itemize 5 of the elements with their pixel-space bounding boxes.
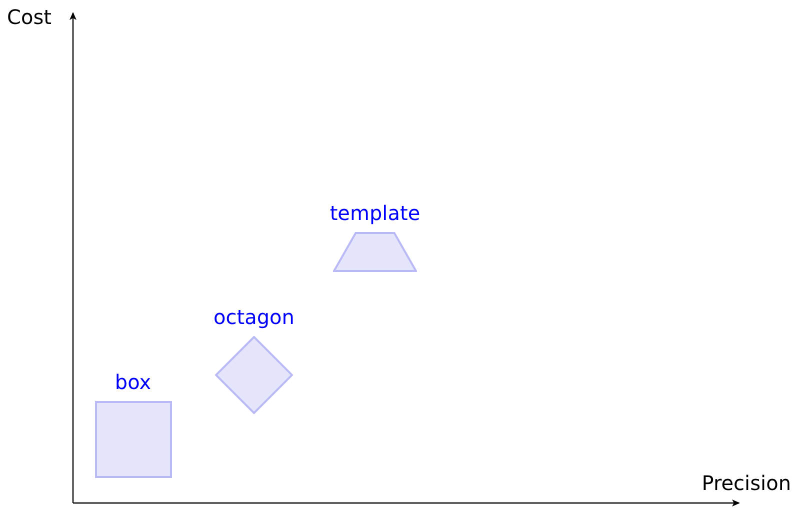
axis-label: Precision [702,473,791,493]
shape-label: template [330,203,420,223]
shape-label: octagon [214,307,294,327]
axis-label: Cost [7,7,52,27]
shape-label: box [114,372,152,392]
